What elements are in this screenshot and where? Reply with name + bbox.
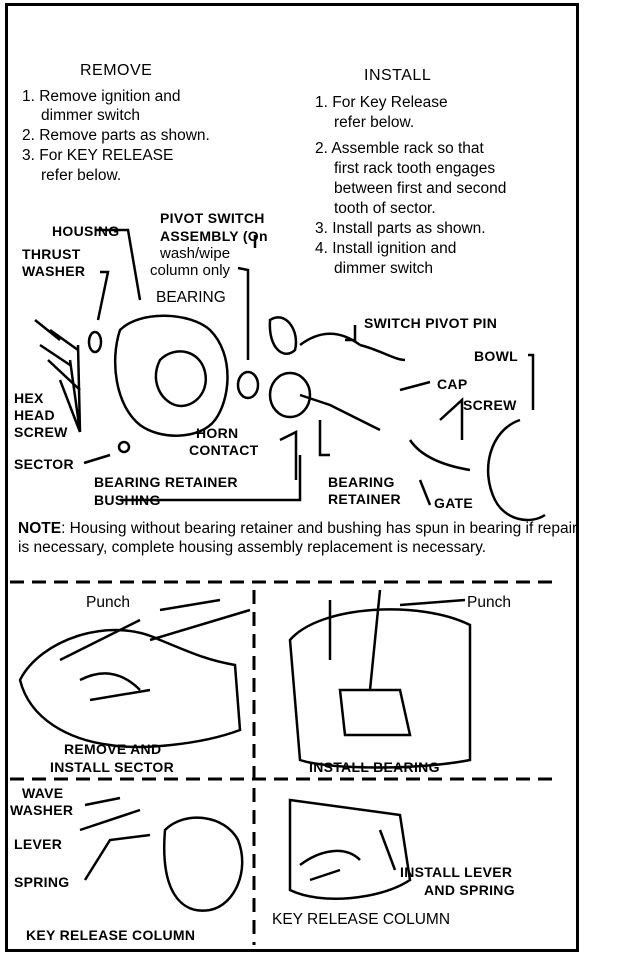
label-pivot-switch: column only: [150, 262, 231, 279]
remove-step: 2. Remove parts as shown.: [22, 127, 210, 144]
label-bearing: BEARING: [156, 289, 226, 306]
label-spring: SPRING: [14, 874, 70, 890]
diagram-frame: [5, 3, 579, 952]
bearing-retainer-shape: [268, 371, 312, 419]
key-release-left-art: [163, 816, 244, 912]
key-release-right-art: [288, 798, 412, 900]
caption-sector: INSTALL SECTOR: [50, 759, 174, 775]
label-punch-right: Punch: [467, 594, 511, 611]
label-bushing: BUSHING: [94, 492, 161, 508]
bearing-panel-art: [288, 608, 472, 769]
bowl-shape: [486, 418, 546, 522]
label-pivot-switch: wash/wipe: [160, 245, 231, 262]
label-thrust-washer: WASHER: [22, 263, 86, 279]
install-step: 1. For Key Release: [315, 94, 448, 111]
remove-step: refer below.: [41, 167, 122, 184]
caption-key-release-left: KEY RELEASE COLUMN: [26, 927, 196, 943]
label-switch-pivot-pin: SWITCH PIVOT PIN: [364, 315, 498, 331]
label-install-lever: INSTALL LEVER: [400, 864, 513, 880]
note-prefix: NOTE: [18, 520, 62, 537]
label-sector: SECTOR: [14, 456, 74, 472]
label-bearing-retainer-right: RETAINER: [328, 491, 401, 507]
install-step: tooth of sector.: [334, 200, 436, 217]
thrust-washer-shape: [87, 330, 103, 354]
sector-shape: [117, 440, 131, 454]
install-step: first rack tooth engages: [334, 160, 496, 177]
caption-install-bearing: INSTALL BEARING: [309, 759, 440, 775]
label-horn-contact: HORN: [196, 425, 239, 441]
install-step: 4. Install ignition and: [315, 240, 457, 257]
housing-shape: [114, 314, 229, 437]
label-housing: HOUSING: [52, 223, 120, 239]
label-hex-head-screw: HEAD: [14, 407, 55, 423]
remove-step: dimmer switch: [41, 107, 141, 124]
label-wave-washer: WAVE: [22, 785, 64, 801]
label-lever: LEVER: [14, 836, 63, 852]
caption-key-release-right: KEY RELEASE COLUMN: [272, 911, 451, 928]
install-step: between first and second: [334, 180, 507, 197]
label-hex-head-screw: HEX: [14, 390, 44, 406]
remove-step: 3. For KEY RELEASE: [22, 147, 174, 164]
install-heading: INSTALL: [364, 67, 432, 84]
install-step: 2. Assemble rack so that: [315, 140, 484, 157]
bearing-shape: [236, 370, 260, 400]
note-text: NOTE: Housing without bearing retainer a…: [18, 519, 578, 557]
label-pivot-switch: PIVOT SWITCH: [160, 210, 265, 226]
note-body: : Housing without bearing retainer and b…: [18, 520, 578, 556]
label-pivot-switch: ASSEMBLY (On: [160, 228, 268, 244]
label-install-lever: AND SPRING: [424, 882, 515, 898]
label-hex-head-screw: SCREW: [14, 424, 68, 440]
label-punch-left: Punch: [86, 594, 130, 611]
label-thrust-washer: THRUST: [22, 246, 81, 262]
install-step: 3. Install parts as shown.: [315, 220, 486, 237]
label-screw: SCREW: [463, 397, 517, 413]
install-step: refer below.: [334, 114, 415, 131]
install-step: dimmer switch: [334, 260, 434, 277]
label-bowl: BOWL: [474, 348, 518, 364]
label-gate: GATE: [434, 495, 474, 511]
label-bearing-retainer: BEARING RETAINER: [94, 474, 238, 490]
sector-panel-art: [18, 628, 242, 749]
label-cap: CAP: [437, 376, 468, 392]
label-wave-washer: WASHER: [10, 802, 74, 818]
caption-sector: REMOVE AND: [64, 741, 162, 757]
label-horn-contact: CONTACT: [189, 442, 259, 458]
remove-heading: REMOVE: [80, 62, 153, 79]
remove-step: 1. Remove ignition and: [22, 88, 181, 105]
label-bearing-retainer-right: BEARING: [328, 474, 395, 490]
